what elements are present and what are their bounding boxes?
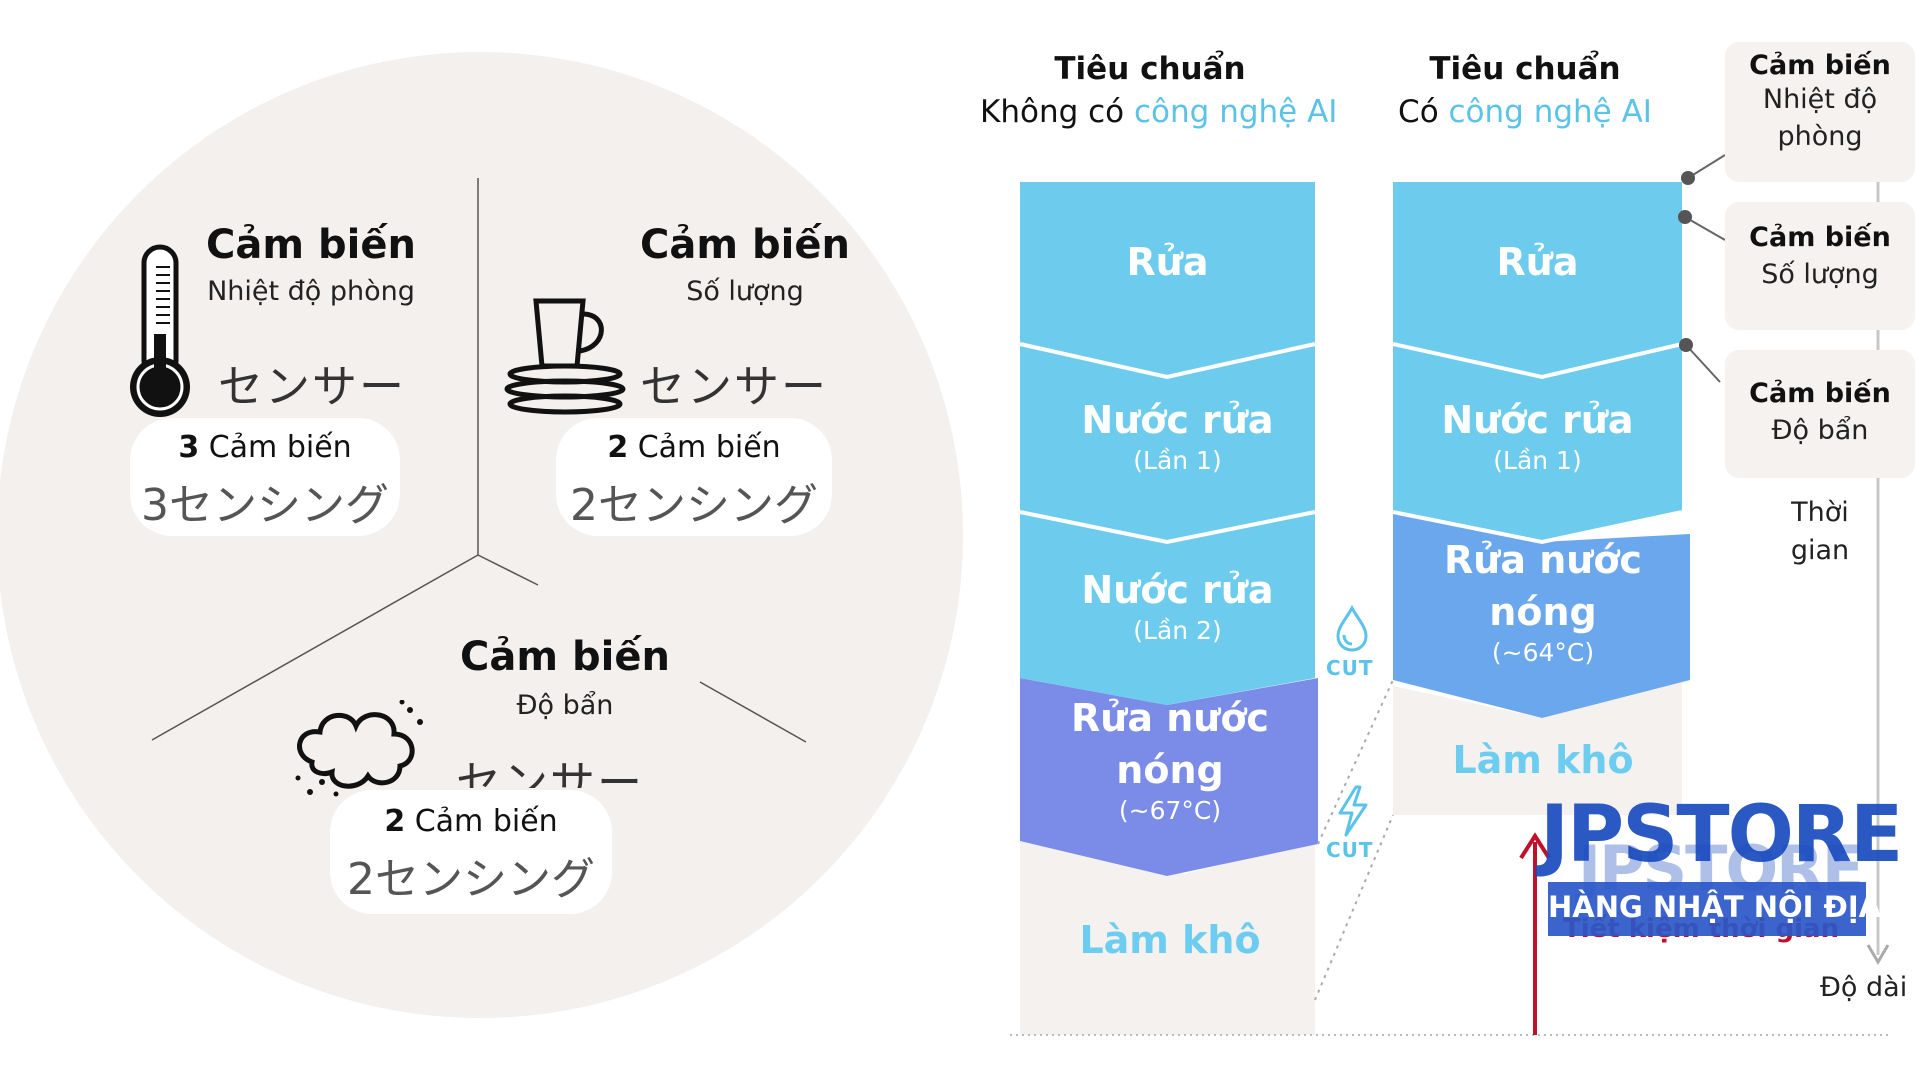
cut-connector-upper — [1317, 679, 1394, 845]
watermark-brand: JPSTORE — [1540, 790, 1903, 880]
standard-stage-dry: Làm khô — [1079, 918, 1261, 962]
sensor-dirt-jp-wrap: センサー — [456, 746, 656, 788]
standard-wash-bar — [1020, 182, 1315, 377]
column-ai-bars — [1392, 182, 1690, 815]
standard-stage-hot-rinse: Rửa nước nóng (~67°C) — [1071, 696, 1269, 825]
sensor-dirt-count: 2 Cảm biến — [384, 804, 558, 839]
time-axis-label: Thời gian — [1790, 497, 1850, 566]
dishes-icon — [504, 298, 626, 415]
side-box-quantity: Cảm biến Số lượng — [1725, 202, 1915, 330]
cut-label-water: CUT — [1326, 656, 1374, 680]
length-label: Độ dài — [1820, 972, 1908, 1003]
thermometer-icon — [130, 244, 190, 417]
column-standard-heading: Tiêu chuẩn Không có công nghệ AI — [980, 51, 1338, 130]
sensor-dirt-title: Cảm biến — [460, 634, 670, 680]
column-standard-bars — [1019, 182, 1318, 1035]
standard-rinse-2-bar — [1020, 512, 1315, 705]
time-axis-arrowhead — [1866, 944, 1890, 965]
sensor-dirt-jp-count: 2センシング — [347, 854, 595, 905]
sensor-quantity-pill: 2 Cảm biến 2センシング — [556, 418, 832, 536]
sensor-quantity-count: 2 Cảm biến — [607, 430, 781, 465]
marker-room-temp — [1681, 171, 1695, 185]
sensor-room-temp-count: 3 Cảm biến — [178, 430, 352, 465]
side-box-room-temp: Cảm biến Nhiệt độ phòng — [1725, 42, 1915, 182]
ai-hot-rinse-bar — [1393, 512, 1690, 718]
sensor-room-temp-title: Cảm biến — [206, 222, 416, 268]
ai-stage-rinse-1: Nước rửa (Lần 1) — [1441, 398, 1634, 475]
lightning-bolt-icon — [1338, 785, 1368, 837]
marker-dirt — [1679, 338, 1693, 352]
standard-stage-rinse-1: Nước rửa (Lần 1) — [1081, 398, 1274, 475]
column-ai-heading: Tiêu chuẩn Có công nghệ AI — [1398, 51, 1652, 130]
standard-dry-block — [1020, 822, 1315, 1035]
sensor-circle-graphic — [0, 52, 963, 1018]
ai-rinse-1-bar — [1393, 344, 1682, 542]
sensor-quantity-jp-count: 2センシング — [570, 480, 818, 531]
standard-rinse-1-bar — [1020, 344, 1315, 542]
marker-quantity — [1678, 210, 1692, 224]
ai-stage-hot-rinse: Rửa nước nóng (~64°C) — [1444, 538, 1642, 667]
time-saving-arrowhead — [1519, 832, 1551, 860]
standard-stage-wash: Rửa — [1126, 240, 1209, 284]
sensor-quantity-jp: センサー — [640, 360, 829, 413]
water-drop-icon — [1336, 605, 1368, 652]
sensor-dirt-subtitle: Độ bẩn — [516, 690, 614, 721]
cut-connector-lower — [1314, 814, 1394, 1001]
ai-wash-bar — [1393, 182, 1682, 377]
sensor-room-temp-jp-count: 3センシング — [141, 480, 389, 531]
sensor-room-temp-pill: 3 Cảm biến 3センシング — [130, 418, 400, 536]
ai-dry-block — [1393, 680, 1682, 815]
sensor-room-temp-subtitle: Nhiệt độ phòng — [207, 276, 415, 307]
standard-stage-rinse-2: Nước rửa (Lần 2) — [1081, 568, 1274, 645]
dirt-cloud-icon — [295, 700, 423, 797]
sensor-dirt-pill: 2 Cảm biến 2センシング — [330, 790, 612, 914]
sensor-quantity-title: Cảm biến — [640, 222, 850, 268]
sensor-quantity-subtitle: Số lượng — [686, 276, 804, 307]
watermark-tagline: HÀNG NHẬT NỘI ĐỊA — [1548, 890, 1882, 924]
ai-stage-wash: Rửa — [1496, 240, 1579, 284]
cut-label-energy: CUT — [1326, 838, 1374, 862]
ai-stage-dry: Làm khô — [1452, 738, 1634, 782]
sensor-dirt-jp: センサー — [456, 756, 645, 788]
sensor-room-temp-jp: センサー — [218, 360, 407, 413]
side-box-dirt: Cảm biến Độ bẩn — [1725, 350, 1915, 478]
standard-hot-rinse-bar — [1020, 678, 1318, 876]
watermark-banner — [1548, 882, 1866, 936]
